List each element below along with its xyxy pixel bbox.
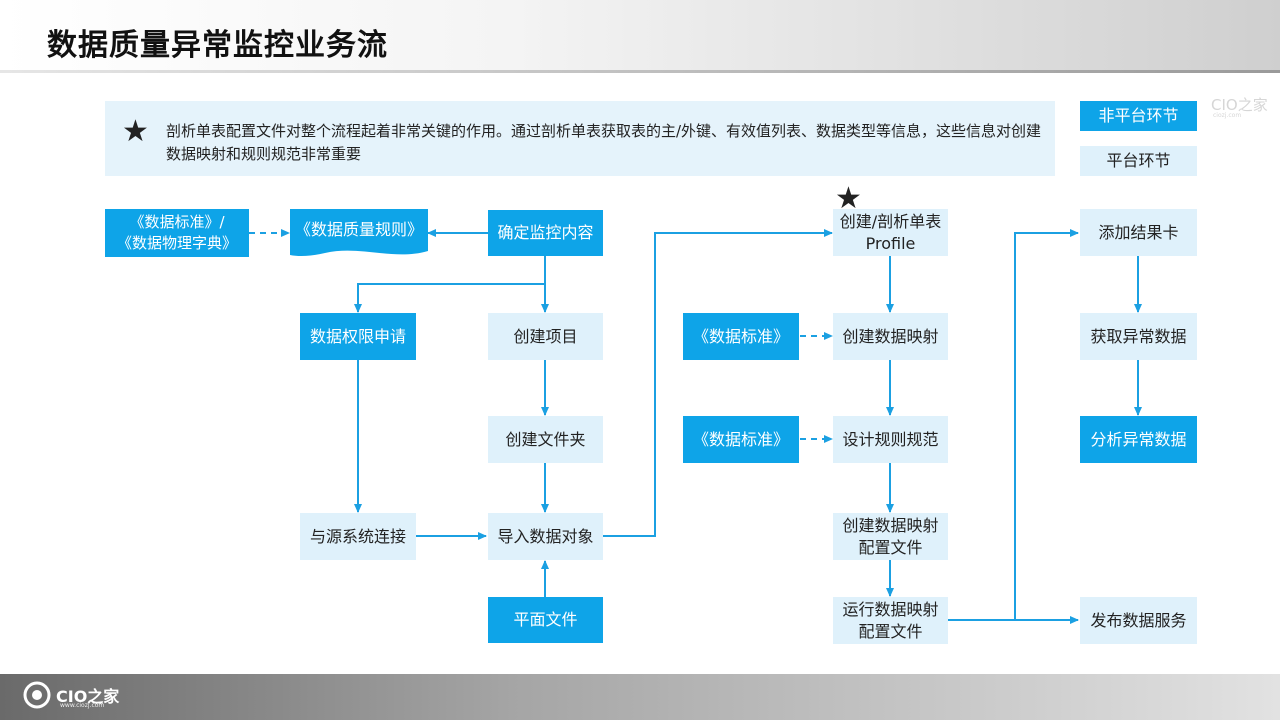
node-publish-service: 发布数据服务 xyxy=(1080,597,1197,644)
node-run-mapping-line1: 运行数据映射 xyxy=(842,599,939,619)
star-icon: ★ xyxy=(835,181,862,216)
node-confirm-content: 确定监控内容 xyxy=(488,210,603,256)
header-bar xyxy=(0,0,1280,72)
node-run-mapping: 运行数据映射 配置文件 xyxy=(833,597,948,644)
cio-logo-icon xyxy=(23,681,51,709)
node-connect-source: 与源系统连接 xyxy=(300,513,416,560)
header-divider xyxy=(0,70,1280,73)
page-title: 数据质量异常监控业务流 xyxy=(47,28,388,63)
star-icon: ★ xyxy=(122,114,149,149)
node-standard-b: 《数据标准》 xyxy=(683,416,799,463)
legend-platform: 平台环节 xyxy=(1080,146,1197,176)
node-import-objects: 导入数据对象 xyxy=(488,513,603,560)
node-create-folder: 创建文件夹 xyxy=(488,416,603,463)
note-text: 剖析单表配置文件对整个流程起着非常关键的作用。通过剖析单表获取表的主/外键、有效… xyxy=(166,122,1042,163)
legend-non-platform: 非平台环节 xyxy=(1080,101,1197,131)
node-mapping-config-line2: 配置文件 xyxy=(858,537,923,557)
watermark-brand: CIO之家 xyxy=(1211,96,1268,114)
node-create-project: 创建项目 xyxy=(488,313,603,360)
link-confirm-split xyxy=(354,256,546,313)
node-quality-rules-shape xyxy=(290,209,428,257)
footer-bar xyxy=(0,674,1280,720)
node-add-result-card: 添加结果卡 xyxy=(1080,209,1197,256)
node-permission-request: 数据权限申请 xyxy=(300,313,416,360)
node-quality-rules: 《数据质量规则》 xyxy=(294,220,423,239)
node-profile: 创建/剖析单表 Profile xyxy=(833,209,948,256)
node-profile-line1: 创建/剖析单表 xyxy=(839,211,942,231)
watermark-site: ciozj.com xyxy=(1213,112,1242,119)
node-design-rules: 设计规则规范 xyxy=(833,416,948,463)
node-flat-file: 平面文件 xyxy=(488,597,603,643)
node-analyze-abnormal: 分析异常数据 xyxy=(1080,416,1197,463)
link-run-to-resultcard xyxy=(948,229,1079,621)
link-import-to-profile xyxy=(603,229,833,537)
node-standard-dictionary-line1: 《数据标准》/ xyxy=(129,213,225,231)
node-standard-dictionary: 《数据标准》/ 《数据物理字典》 xyxy=(105,209,249,257)
node-create-mapping: 创建数据映射 xyxy=(833,313,948,360)
node-standard-a: 《数据标准》 xyxy=(683,313,799,360)
node-standard-dictionary-line2: 《数据物理字典》 xyxy=(116,234,237,252)
node-mapping-config-line1: 创建数据映射 xyxy=(842,515,939,535)
node-run-mapping-line2: 配置文件 xyxy=(858,621,923,641)
footer-brand: CIO之家 xyxy=(56,687,120,706)
node-profile-line2: Profile xyxy=(865,233,916,253)
note-box: ★ 剖析单表配置文件对整个流程起着非常关键的作用。通过剖析单表获取表的主/外键、… xyxy=(105,101,1055,176)
node-mapping-config: 创建数据映射 配置文件 xyxy=(833,513,948,560)
node-get-abnormal: 获取异常数据 xyxy=(1080,313,1197,360)
footer-site: www.ciozj.com xyxy=(60,702,105,709)
